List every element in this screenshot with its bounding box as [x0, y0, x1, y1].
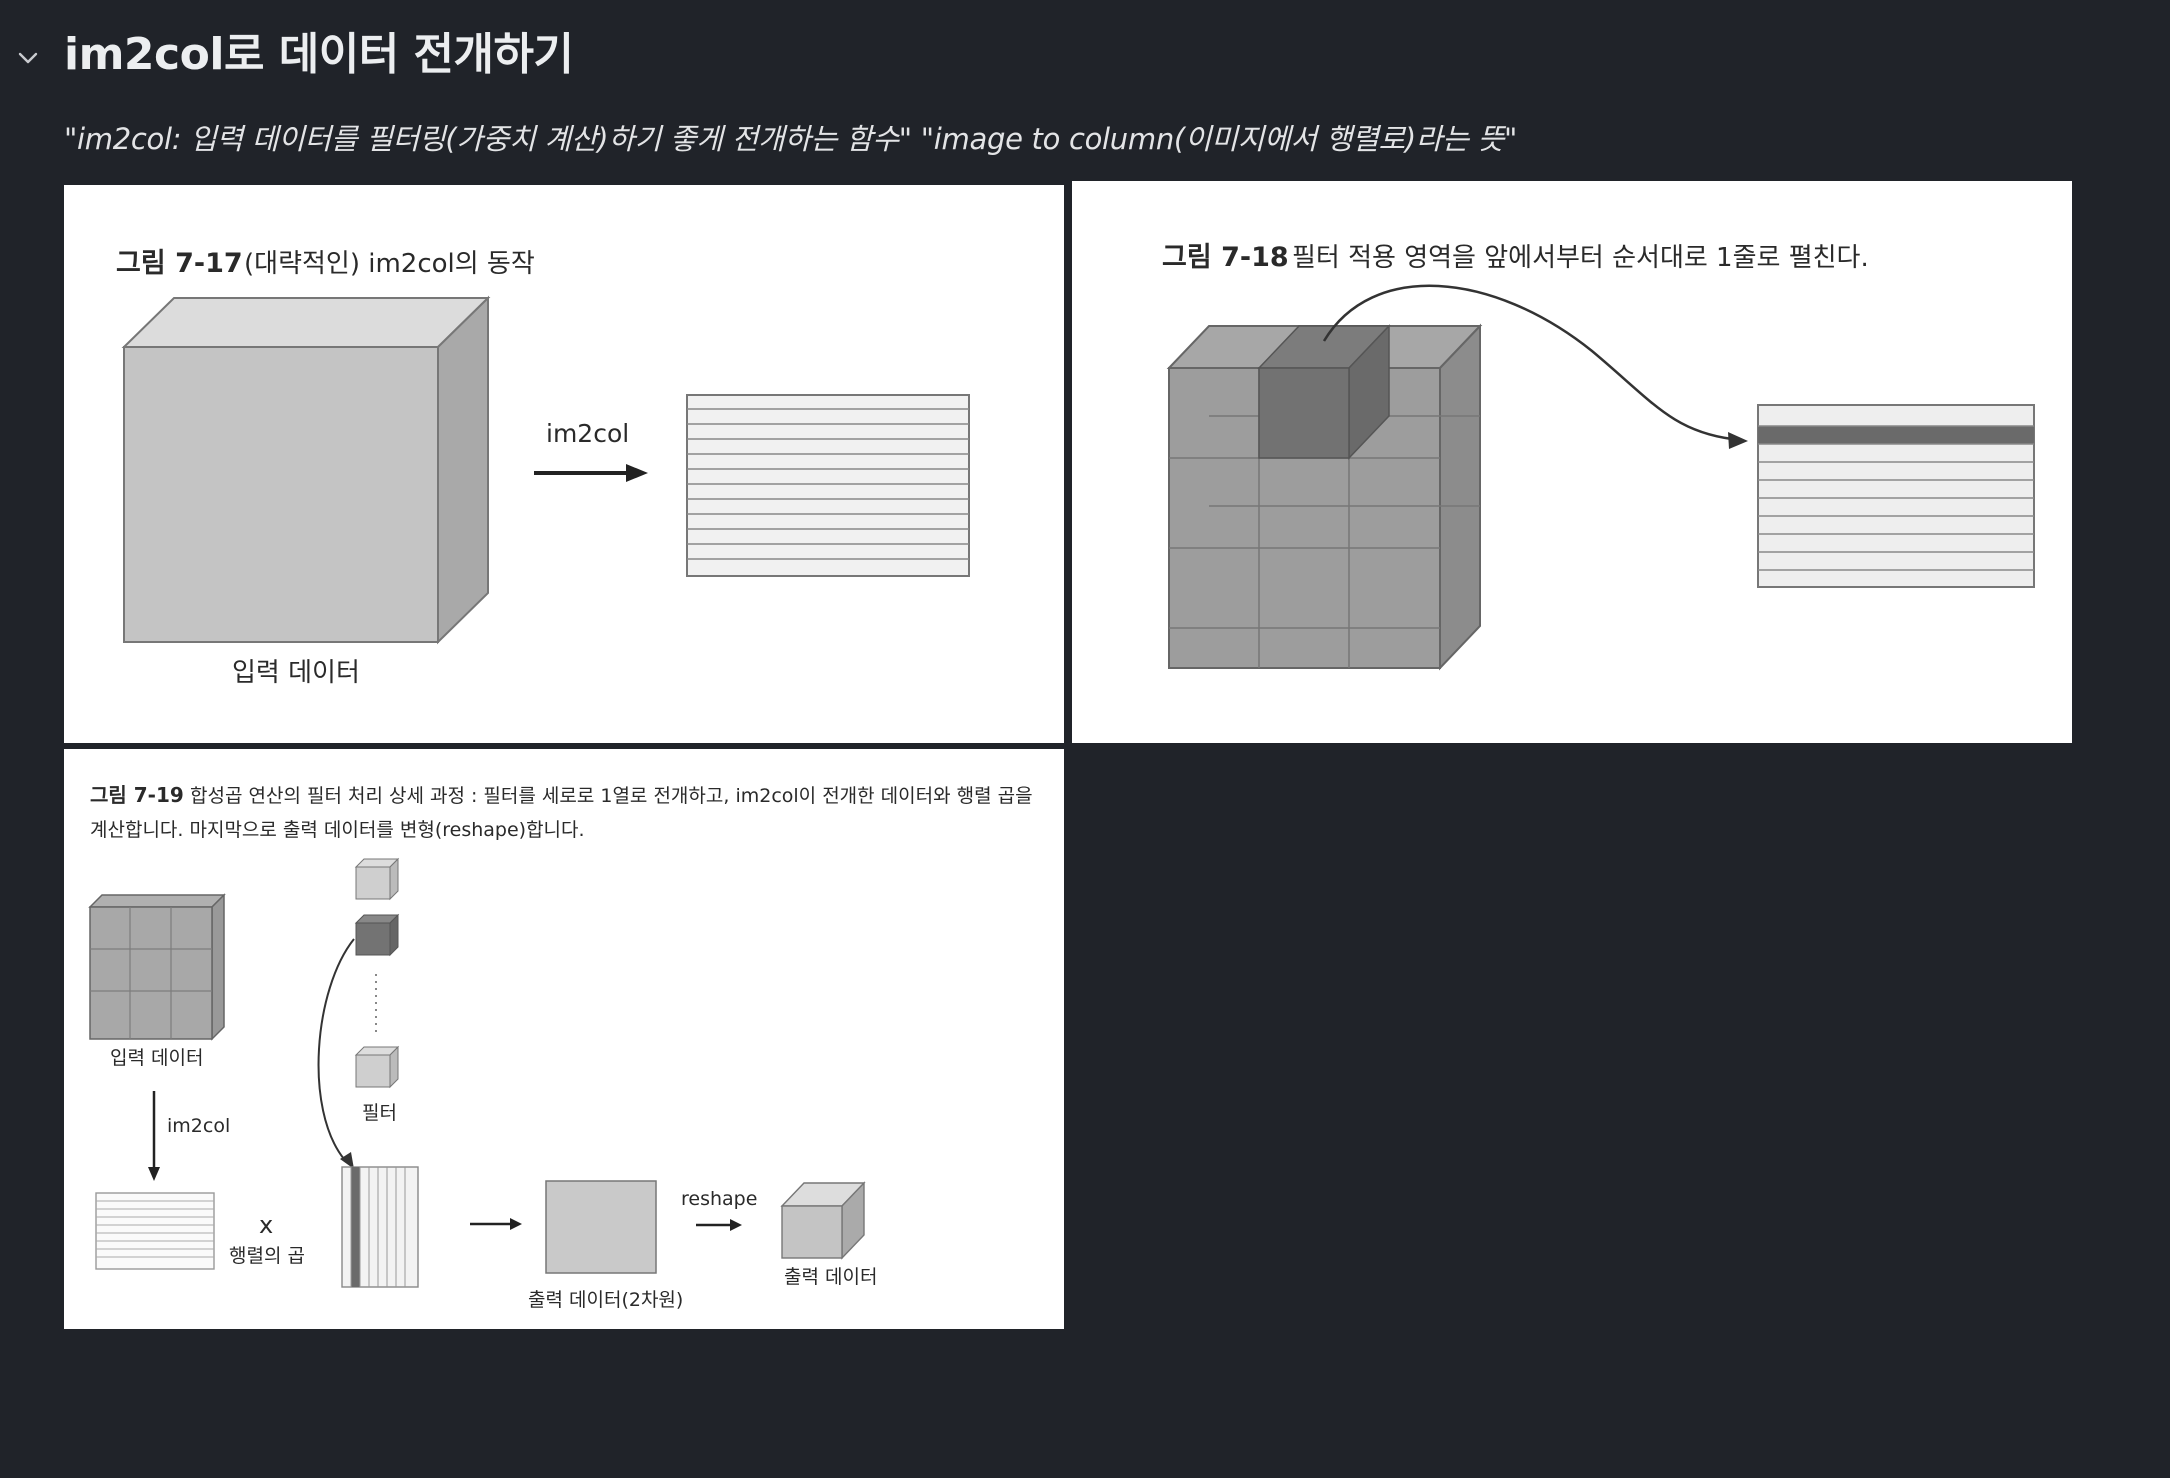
- input-data-label: 입력 데이터: [110, 1047, 203, 1069]
- column-matrix: [1757, 404, 2035, 588]
- arrow-icon: [730, 1219, 742, 1231]
- figure-caption-number: 그림 7-19: [90, 783, 184, 807]
- arrow-icon: [340, 1152, 354, 1169]
- im2col-arrow-label: im2col: [546, 419, 629, 448]
- figure-caption: 필터 적용 영역을 앞에서부터 순서대로 1줄로 펼친다.: [1292, 243, 1869, 273]
- column-matrix: [686, 394, 970, 577]
- output-data-cube: [780, 1181, 866, 1260]
- input-data-cube: [88, 893, 226, 1041]
- quote-text: "im2col: 입력 데이터를 필터링(가중치 계산)하기 좋게 전개하는 함…: [64, 122, 1517, 156]
- output-2d-label: 출력 데이터(2차원): [528, 1289, 683, 1311]
- figure-7-18: 그림 7-18 필터 적용 영역을 앞에서부터 순서대로 1줄로 펼친다.: [1072, 181, 2072, 743]
- reshape-label: reshape: [681, 1188, 757, 1210]
- filter-matrix: [341, 1166, 419, 1288]
- matmul-label: 행렬의 곱: [229, 1245, 305, 1267]
- figure-7-19: 그림 7-19 합성곱 연산의 필터 처리 상세 과정 : 필터를 세로로 1열…: [64, 749, 1064, 1329]
- filter-label: 필터: [362, 1102, 397, 1124]
- arrow-icon: [534, 464, 648, 482]
- figure-caption-number: 그림 7-17: [116, 248, 243, 279]
- input-data-label: 입력 데이터: [232, 658, 360, 688]
- input-data-cube: [1166, 323, 1483, 671]
- im2col-label: im2col: [167, 1115, 230, 1137]
- times-symbol: x: [259, 1211, 273, 1239]
- figure-caption-number: 그림 7-18: [1162, 242, 1289, 273]
- arrow-down-icon: [148, 1167, 160, 1181]
- filter-cubes: [354, 857, 400, 1089]
- page-title: im2col로 데이터 전개하기: [64, 29, 574, 80]
- arrow-icon: [510, 1218, 522, 1230]
- figure-caption-line2: 계산합니다. 마지막으로 출력 데이터를 변형(reshape)합니다.: [90, 819, 585, 841]
- figure-caption: (대략적인) im2col의 동작: [244, 249, 535, 279]
- figure-caption-line1: 합성곱 연산의 필터 처리 상세 과정 : 필터를 세로로 1열로 전개하고, …: [190, 785, 1033, 807]
- im2col-matrix: [95, 1192, 215, 1270]
- arrow-icon: [1728, 432, 1748, 449]
- input-data-cube: [121, 295, 491, 645]
- output-data-label: 출력 데이터: [784, 1266, 877, 1288]
- chevron-down-icon[interactable]: [14, 44, 42, 72]
- output-2d-matrix: [545, 1180, 657, 1274]
- figure-7-17: 그림 7-17 (대략적인) im2col의 동작 입력 데이터 im2col: [64, 185, 1064, 743]
